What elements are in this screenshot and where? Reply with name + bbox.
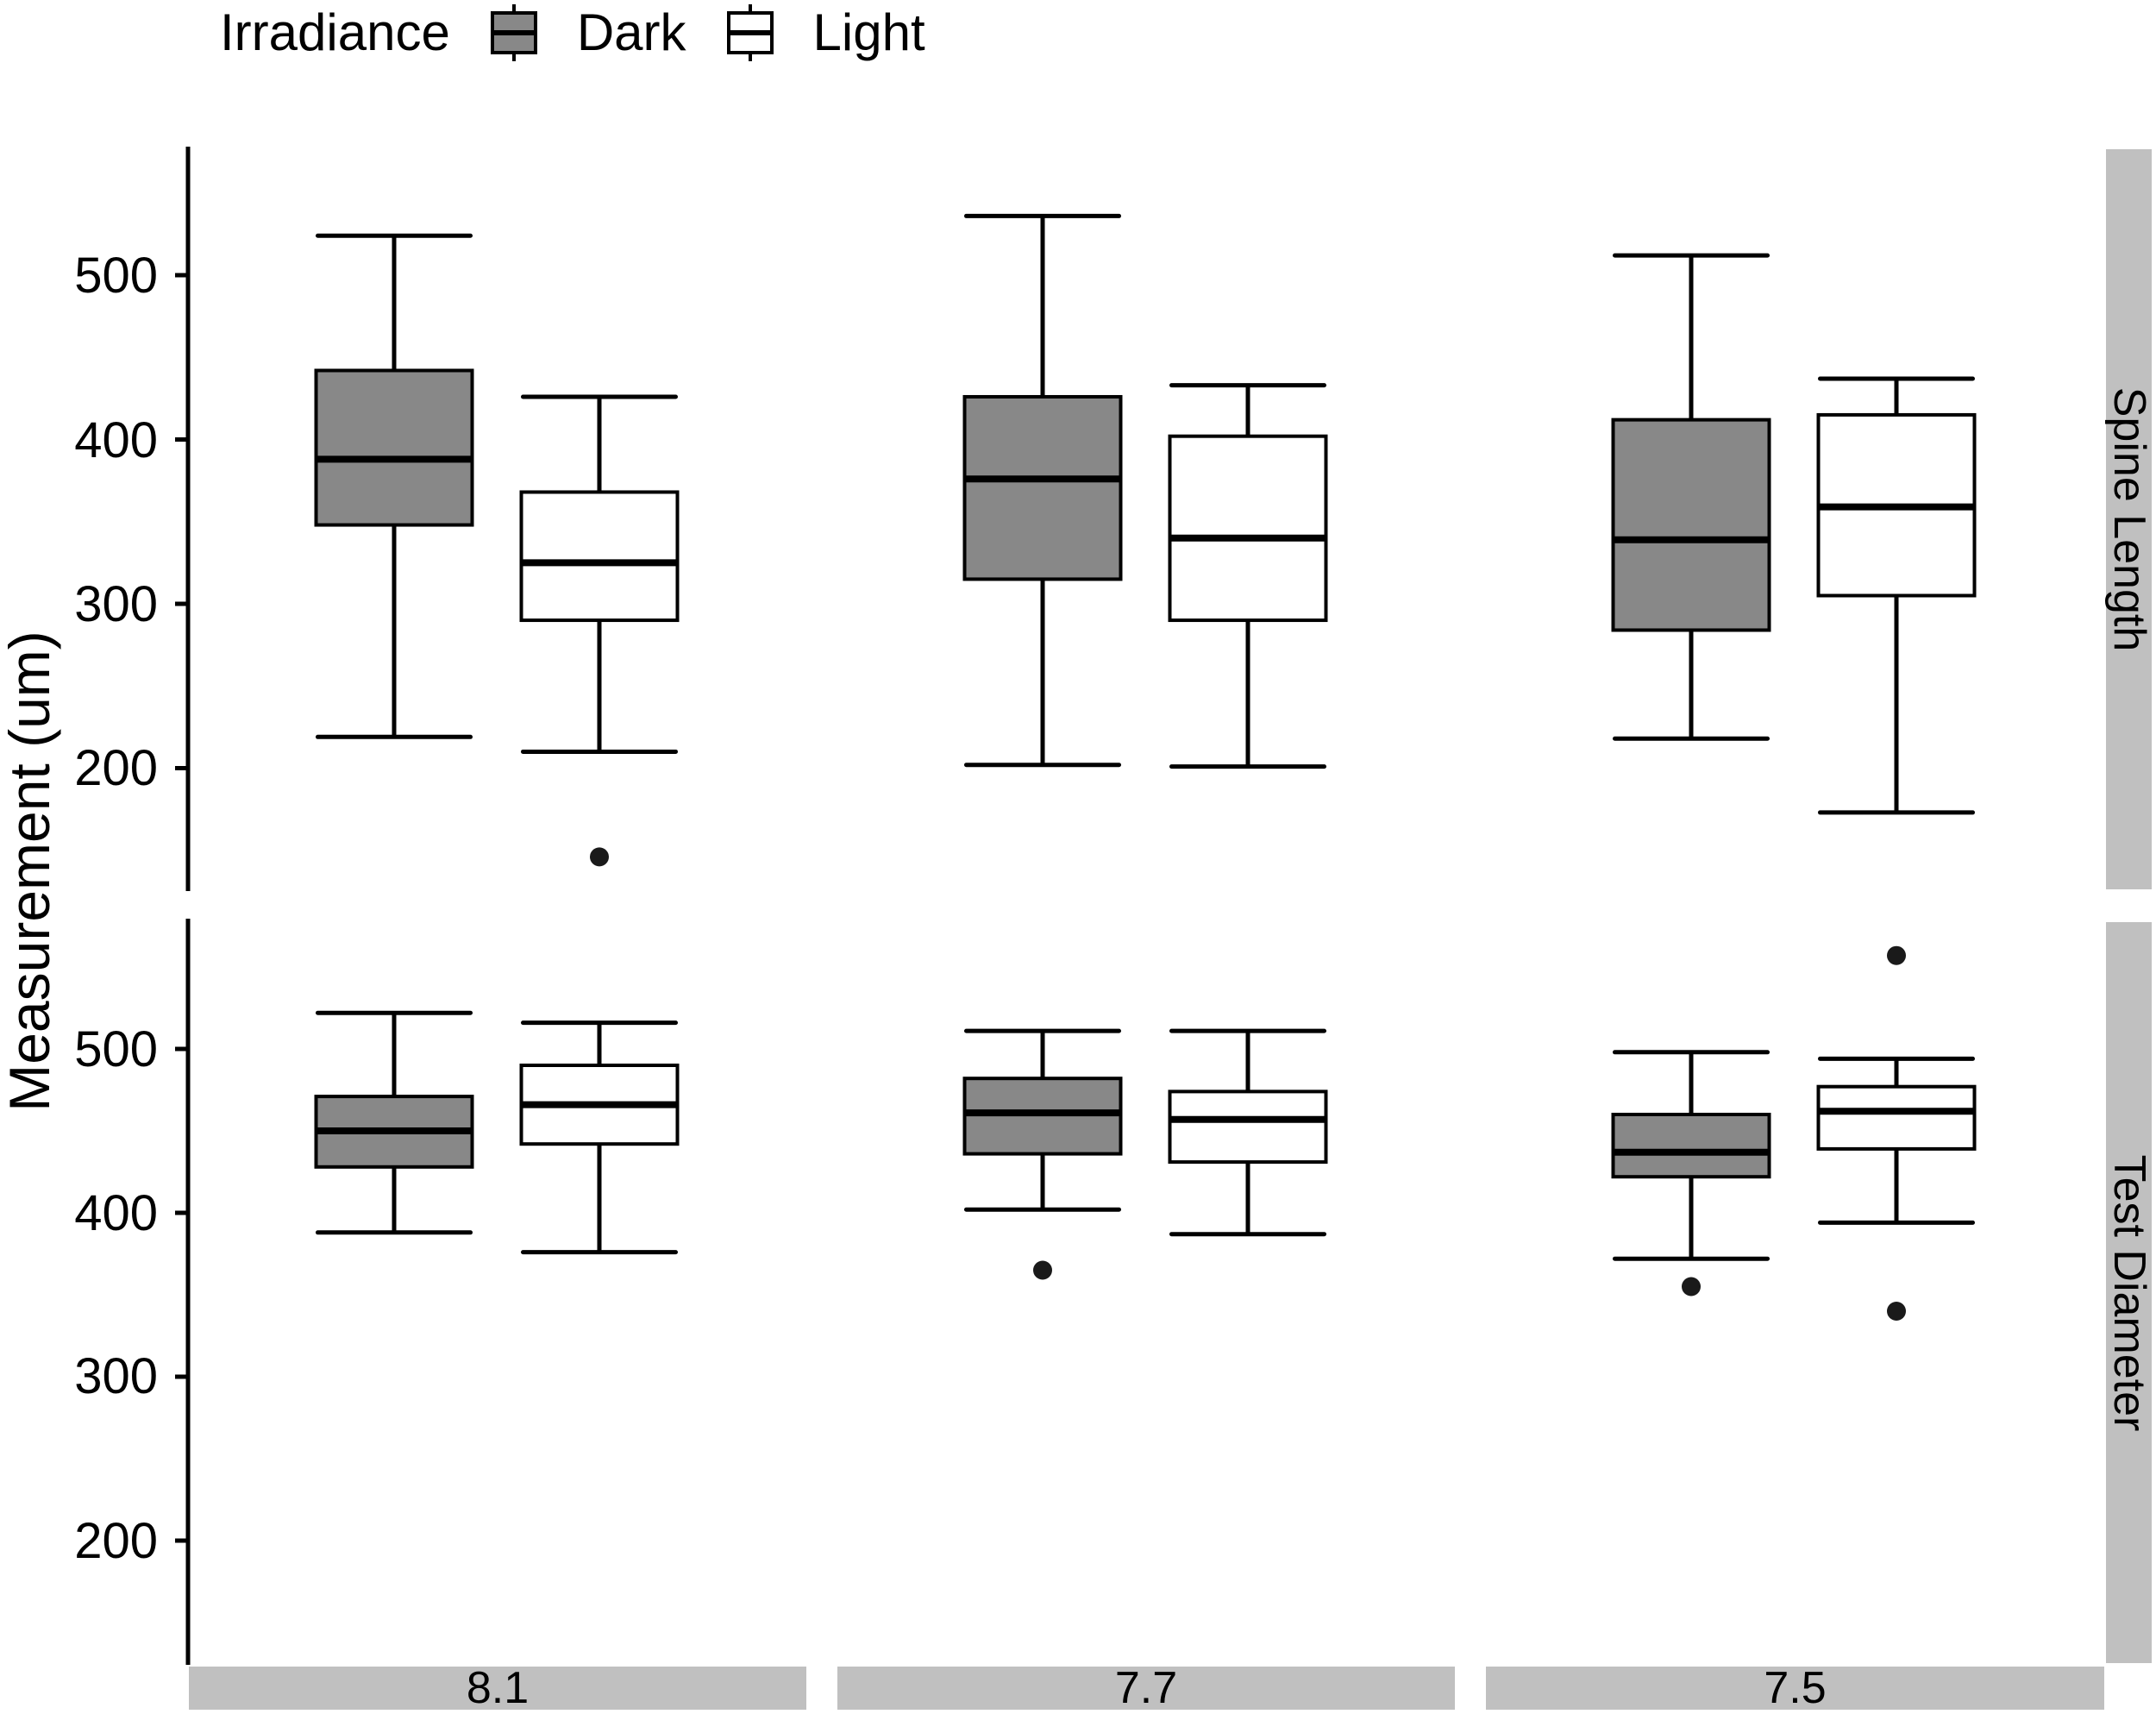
y-tick-label-top-200: 200 [74,740,158,796]
box-light-iqr [1168,434,1328,623]
y-tick-label-top-400: 400 [74,412,158,468]
legend-key-light-icon [726,3,774,61]
y-tick-label-bottom-400: 400 [74,1185,158,1241]
box-light-iqr [519,490,680,623]
legend-label-light: Light [812,3,925,61]
y-tick-label-top-500: 500 [74,248,158,304]
box-light-outlier-point [1887,1302,1906,1321]
box-light-iqr [1168,1089,1328,1165]
facet-strip-column-7-7: 7.7 [837,1663,1455,1713]
facet-strip-row-label: Spine Length [2103,386,2154,652]
y-tick-label-top-300: 300 [74,576,158,632]
box-dark-iqr [1611,1113,1771,1179]
facet-strip-row-test-diameter: Test Diameter [2103,922,2154,1663]
facet-strip-column-7-5: 7.5 [1486,1663,2104,1713]
box-dark-iqr [1611,418,1771,632]
box-dark-outlier-point [1033,1260,1052,1280]
box-light-outlier-point [1887,945,1906,965]
y-tick-label-bottom-200: 200 [74,1513,158,1569]
legend-label-dark: Dark [576,3,686,61]
box-dark-iqr [962,394,1123,581]
facet-strip-row-spine-length: Spine Length [2103,149,2154,889]
box-light-iqr [1816,1084,1977,1151]
y-tick-label-bottom-300: 300 [74,1348,158,1404]
box-dark-outlier-point [1682,1277,1701,1296]
legend-title: Irradiance [220,3,450,61]
y-tick-label-bottom-500: 500 [74,1021,158,1077]
box-light-outlier-point [590,847,609,867]
facet-strip-column-8-1: 8.1 [189,1663,806,1713]
legend-key-dark-icon [490,3,537,61]
facet-strip-row-label: Test Diameter [2103,1154,2154,1431]
box-dark-iqr [314,368,474,527]
legend: Irradiance Dark Light [220,0,965,65]
